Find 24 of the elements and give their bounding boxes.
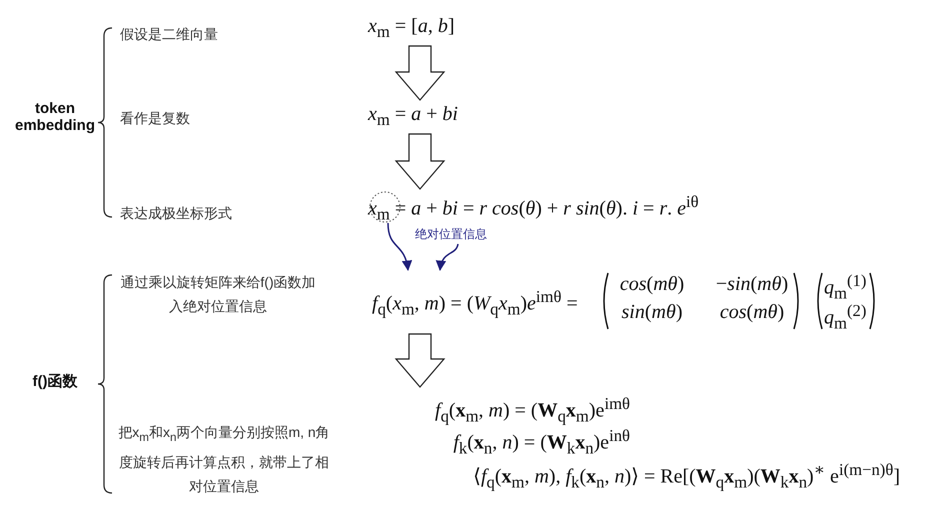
formula: x$_{m}$ = a + bi: [368, 103, 488, 131]
section-heading: f()函数: [10, 372, 100, 398]
formula: f$_{k}$(x$_{n}$, n) = (W$_{k}$x$_{n}$)e$^{inθ}$: [453, 426, 630, 459]
hollow-arrow: [394, 45, 446, 101]
curved-arrow: [436, 244, 459, 272]
hollow-arrow: [394, 333, 446, 388]
matrix-entry: sin(mθ): [622, 301, 682, 324]
matrix-entry: cos(mθ): [620, 273, 684, 296]
hollow-arrow: [394, 133, 446, 190]
formula: x$_{m}$ = [a, b]: [368, 15, 478, 43]
annotation-text: 绝对位置信息: [415, 226, 505, 243]
step-note: 假设是二维向量: [120, 22, 270, 44]
step-note: 看作是复数: [120, 106, 270, 128]
step-note: 通过乘以旋转矩阵来给f()函数加入绝对位置信息: [118, 270, 318, 318]
formula: f$_{q}$(x$_{m}$, m) = (W$_{q}$x$_{m}$)e$^{imθ}$: [435, 394, 630, 427]
formula: f$_{q}$(x$_{m}$, m) = (W$_{q}$x$_{m}$)e$^{imθ}$ =: [372, 287, 578, 320]
matrix-entry: −sin(mθ): [716, 273, 788, 296]
formula: ⟨f$_{q}$(x$_{m}$, m), f$_{k}$(x$_{n}$, n)⟩ = Re[(W$_{q}$x$_{m}$)(W$_{k}$x$_{n}$)$^{∗}$ e$^{i(m−n)θ}$]: [473, 460, 900, 493]
section-heading: token embedding: [0, 100, 110, 144]
curved-arrow: [387, 222, 412, 272]
formula: x$_{m}$ = a + bi = r cos(θ) + r sin(θ). i = r. e$^{iθ}$: [368, 192, 768, 222]
step-note: 表达成极坐标形式: [120, 201, 290, 223]
step-note: 把x$_{m}$和x$_{n}$两个向量分别按照m, n角度旋转后再计算点积，就带上了相对位置信息: [114, 420, 334, 492]
matrix-entry: cos(mθ): [720, 301, 784, 324]
